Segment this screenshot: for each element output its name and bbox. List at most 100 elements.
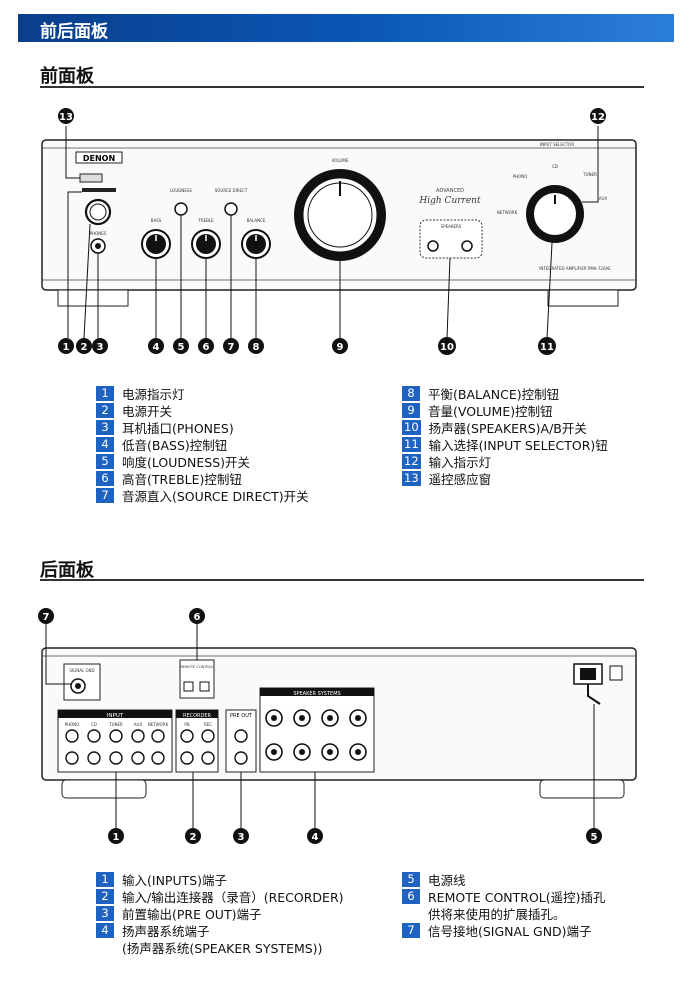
front-title-rule: [40, 86, 644, 88]
volume-label: VOLUME: [332, 158, 349, 163]
svg-text:1: 1: [113, 832, 120, 843]
svg-text:2: 2: [81, 342, 88, 353]
callout-3: 3: [92, 338, 108, 354]
front-foot-left: [57, 289, 129, 307]
front-panel-title: 前面板: [40, 66, 94, 87]
input-jacks: [65, 729, 165, 765]
recorder-jack-pb: PB: [184, 722, 189, 727]
svg-text:7: 7: [228, 342, 235, 353]
bass-label: BASS: [151, 218, 162, 223]
phones-label: PHONES: [90, 231, 107, 236]
rear-callout-7: 7: [38, 608, 54, 624]
input-phono: PHONO: [513, 174, 528, 179]
input-jack-aux: AUX: [134, 722, 143, 727]
treble-label: TREBLE: [197, 218, 214, 223]
rear-callout-1: 1: [108, 828, 124, 844]
callout-4: 4: [148, 338, 164, 354]
svg-text:12: 12: [591, 112, 605, 123]
power-indicator: [82, 188, 116, 192]
rear-panel-title: 后面板: [40, 560, 94, 581]
remote-jack-out: [199, 681, 210, 692]
power-switch-small: [609, 665, 623, 681]
svg-text:13: 13: [59, 112, 73, 123]
speaker-b-button: [461, 240, 473, 252]
input-jack-cd: CD: [91, 722, 97, 727]
svg-text:8: 8: [253, 342, 260, 353]
input-aux: AUX: [599, 196, 608, 201]
signal-gnd-label: SIGNAL GND: [69, 668, 94, 673]
rear-callout-3: 3: [233, 828, 249, 844]
input-tuner: TUNER: [582, 172, 597, 177]
svg-text:2: 2: [190, 832, 197, 843]
svg-text:10: 10: [440, 342, 454, 353]
svg-text:11: 11: [540, 342, 554, 353]
loudness-label: LOUDNESS: [170, 188, 192, 193]
svg-text:4: 4: [153, 342, 160, 353]
input-cd: CD: [552, 164, 558, 169]
advanced-label: ADVANCED: [436, 188, 464, 194]
power-cord: [587, 684, 601, 705]
pre-out-jacks: [234, 729, 248, 765]
callout-5: 5: [173, 338, 189, 354]
high-current-logo: High Current: [418, 196, 481, 206]
source-direct-button: [224, 202, 238, 216]
denon-logo-box: [75, 151, 123, 164]
rear-callout-5: 5: [586, 828, 602, 844]
rear-title-rule: [40, 579, 644, 581]
rear-panel-diagram: SIGNAL GND REMOTE CONTROL INPUT PHONO CD…: [38, 608, 637, 844]
input-label: INPUT: [107, 713, 124, 719]
front-panel-diagram: DENON PHONES BASS LOUDNESS TREBLE SOURCE…: [41, 108, 637, 355]
svg-text:3: 3: [238, 832, 245, 843]
rear-callout-4: 4: [307, 828, 323, 844]
svg-text:5: 5: [591, 832, 598, 843]
rear-foot-left: [61, 779, 147, 799]
remote-control-label: REMOTE CONTROL: [181, 665, 214, 669]
speakers-label: SPEAKERS: [441, 224, 462, 229]
recorder-label: RECORDER: [183, 713, 212, 719]
input-jack-network: NETWORK: [148, 722, 169, 727]
pre-out-label: PRE OUT: [230, 713, 253, 719]
callout-13: 13: [58, 108, 74, 124]
loudness-button: [174, 202, 188, 216]
speaker-a-button: [427, 240, 439, 252]
speaker-systems-label: SPEAKER SYSTEMS: [293, 691, 340, 697]
model-label: INTEGRATED AMPLIFIER PMA-720AE: [539, 266, 611, 271]
balance-label: BALANCE: [247, 218, 266, 223]
recorder-jack-rec: REC: [204, 722, 212, 727]
callout-6: 6: [198, 338, 214, 354]
svg-text:7: 7: [43, 612, 50, 623]
svg-text:1: 1: [63, 342, 70, 353]
input-jack-tuner: TUNER: [108, 722, 123, 727]
svg-text:6: 6: [194, 612, 201, 623]
legend-item-continuation: (扬声器系统(SPEAKER SYSTEMS)): [122, 941, 323, 956]
svg-text:4: 4: [312, 832, 319, 843]
front-foot-right: [547, 289, 619, 307]
input-network: NETWORK: [497, 210, 518, 215]
callout-2: 2: [76, 338, 92, 354]
callout-8: 8: [248, 338, 264, 354]
rear-foot-right: [539, 779, 625, 799]
callout-10: 10: [438, 337, 456, 355]
remote-sensor-window: [79, 173, 103, 183]
callout-11: 11: [538, 337, 556, 355]
remote-jack-in: [183, 681, 194, 692]
